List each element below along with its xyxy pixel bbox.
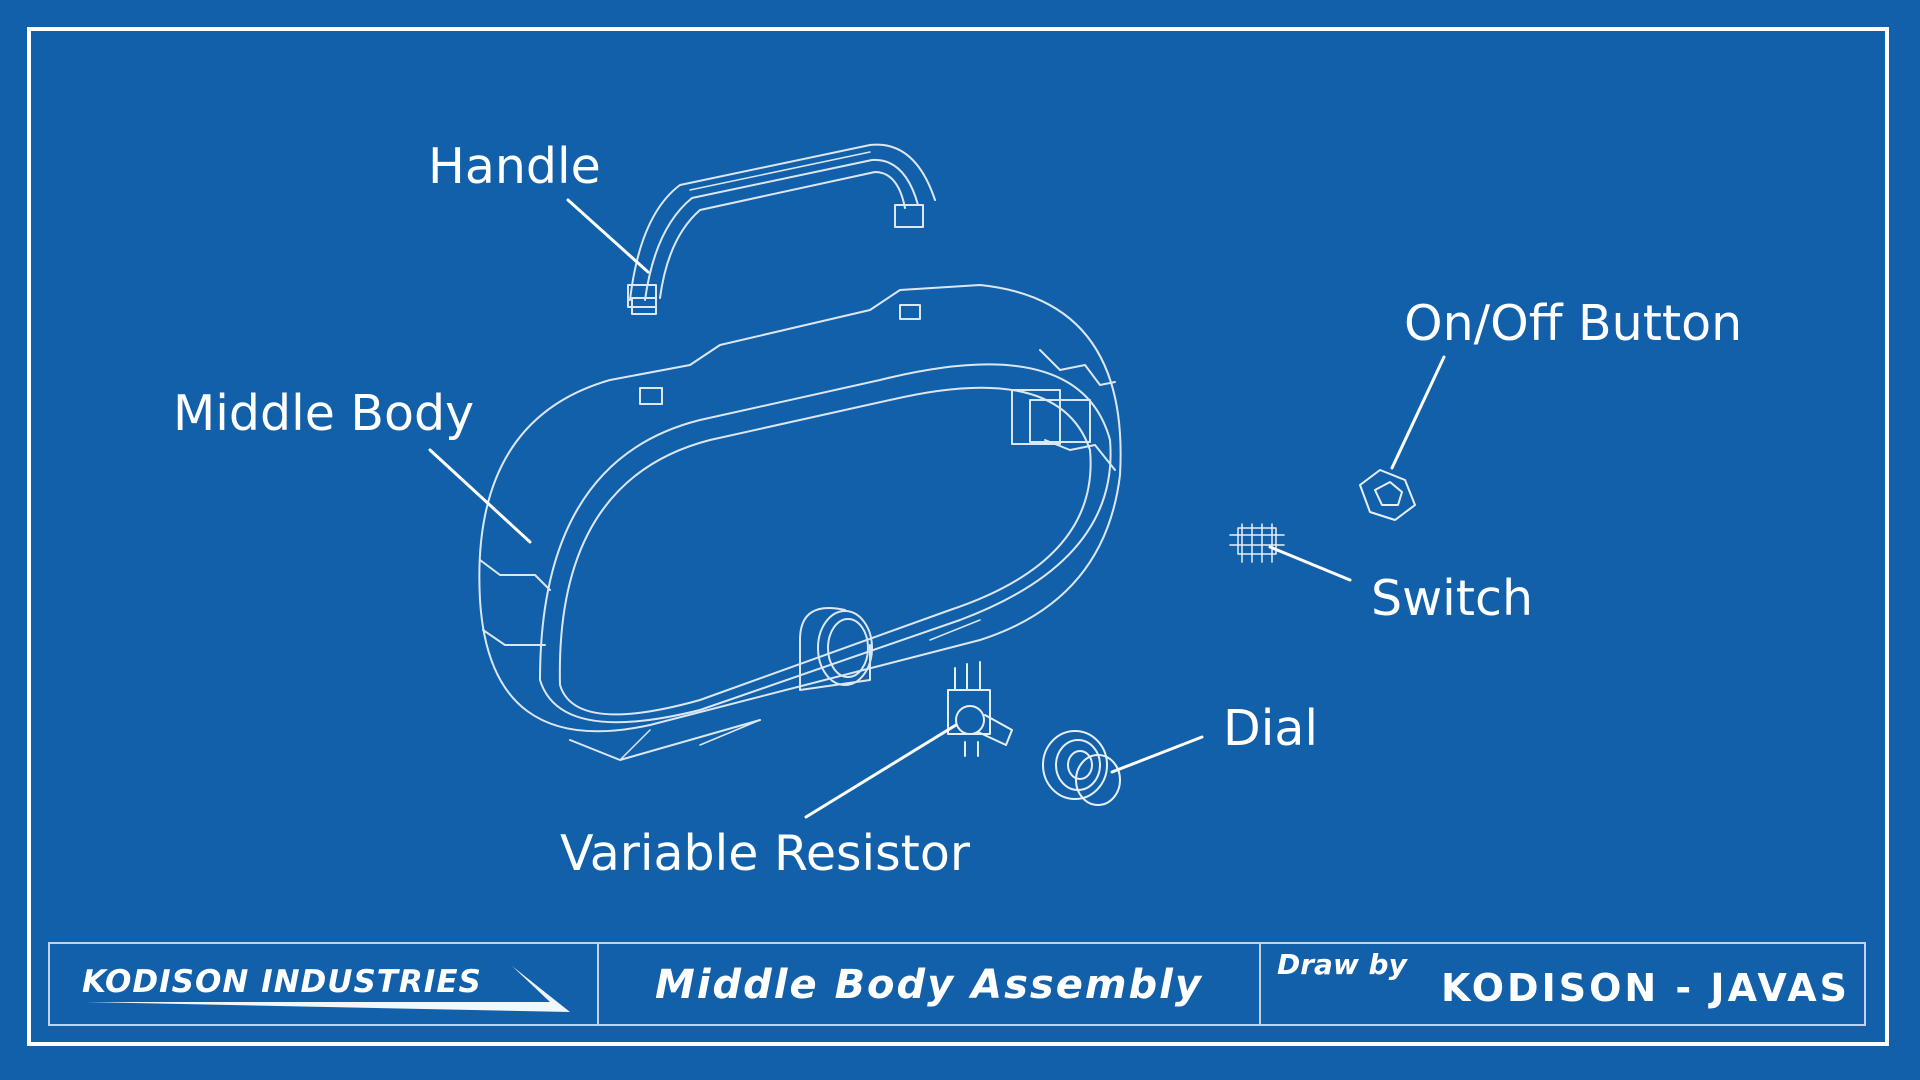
author-name: KODISON - JAVAS <box>1441 966 1851 1010</box>
drawn-by-label: Draw by <box>1277 948 1407 981</box>
company-name: KODISON INDUSTRIES <box>82 964 482 1000</box>
leader-lines <box>428 198 1446 819</box>
on-off-button-part <box>1359 469 1416 521</box>
title-block-company-cell: KODISON INDUSTRIES <box>50 944 599 1024</box>
label-variable-resistor: Variable Resistor <box>560 825 970 882</box>
drawing-frame <box>27 27 1889 1046</box>
leader-middle-body <box>428 448 532 544</box>
label-middle-body: Middle Body <box>173 385 475 442</box>
title-block: KODISON INDUSTRIES Middle Body Assembly … <box>48 942 1866 1026</box>
label-handle: Handle <box>428 138 601 195</box>
leader-variable-resistor <box>804 723 958 819</box>
handle-part <box>627 143 936 315</box>
drawing-title: Middle Body Assembly <box>655 962 1203 1008</box>
label-on-off-button: On/Off Button <box>1404 295 1743 352</box>
title-block-author-cell: Draw by KODISON - JAVAS <box>1261 944 1864 1024</box>
title-block-title-cell: Middle Body Assembly <box>599 944 1261 1024</box>
company-logo-swoosh <box>86 966 570 1012</box>
leader-on-off-button <box>1390 355 1446 470</box>
leader-handle <box>566 198 650 274</box>
leader-dial <box>1110 735 1204 774</box>
middle-body-part <box>478 284 1122 761</box>
switch-part <box>1229 523 1285 563</box>
variable-resistor-part <box>947 661 1013 757</box>
label-switch: Switch <box>1371 570 1534 627</box>
label-dial: Dial <box>1223 700 1318 757</box>
dial-part <box>1042 730 1121 806</box>
leader-switch <box>1268 545 1352 582</box>
